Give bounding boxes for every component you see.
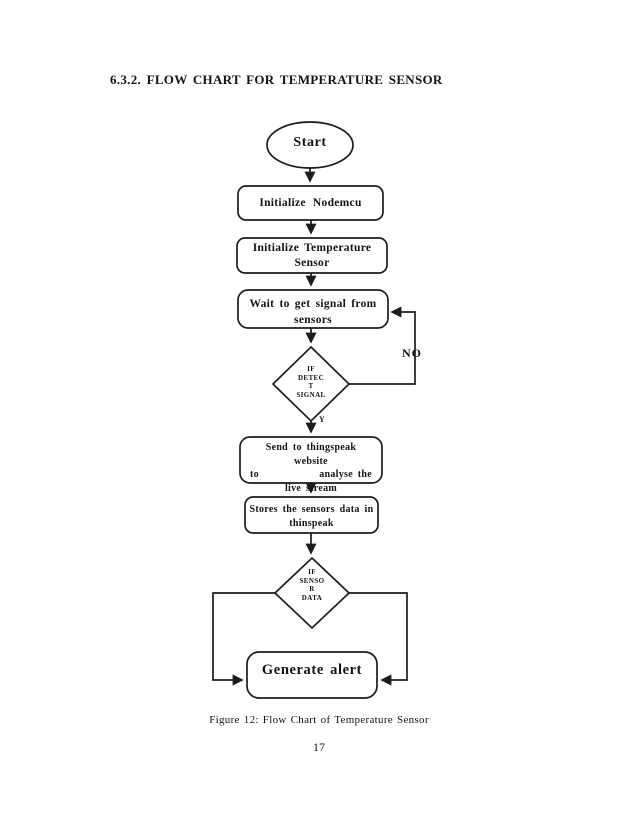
store-data-label: Stores the sensors data in thinspeak xyxy=(245,503,378,530)
figure-caption: Figure 12: Flow Chart of Temperature Sen… xyxy=(209,714,429,726)
connector-decision2-right-loop xyxy=(349,593,407,686)
yes-branch-label: Y xyxy=(319,415,325,424)
decision-detect-line2: DETEC xyxy=(297,373,325,382)
decision-diamond-sensor-data xyxy=(275,558,349,628)
connector-no-loop xyxy=(349,306,415,384)
decision-detect-line4: SIGNAL xyxy=(296,390,326,399)
section-title: 6.3.2. FLOW CHART FOR TEMPERATURE SENSOR xyxy=(110,72,443,87)
decision-sensor-line3: R xyxy=(309,585,315,594)
decision-sensor-line1: IF xyxy=(308,568,316,576)
send-thingspeak-line2-right: analyse the xyxy=(319,469,372,480)
send-thingspeak-line1: Send to thingspeak website xyxy=(265,442,357,467)
wait-signal-line2: sensors xyxy=(294,314,332,326)
send-thingspeak-label: Send to thingspeak website to analyse th… xyxy=(250,441,372,495)
process-box-init-temp-sensor xyxy=(237,238,387,273)
decision-sensor-line2: SENSO xyxy=(299,576,325,585)
send-thingspeak-line2: to analyse the xyxy=(250,468,372,482)
page-number: 17 xyxy=(313,740,325,754)
send-thingspeak-line3: live stream xyxy=(284,482,338,494)
init-temp-sensor-label: Initialize Temperature Sensor xyxy=(237,241,387,271)
start-label: Start xyxy=(293,135,327,150)
process-box-generate-alert xyxy=(247,652,377,698)
generate-alert-label: Generate alert xyxy=(261,662,363,678)
init-temp-sensor-line1: Initialize Temperature xyxy=(252,242,372,254)
no-branch-label: NO xyxy=(402,346,422,360)
decision-sensor-line4: DATA xyxy=(301,594,323,601)
process-box-wait-signal xyxy=(238,290,388,328)
init-nodemcu-label: Initialize Nodemcu xyxy=(259,197,362,209)
decision-detect-line1: IF xyxy=(307,365,315,373)
wait-signal-label: Wait to get signal from sensors xyxy=(238,296,388,328)
store-data-line1: Stores the sensors data in xyxy=(249,504,374,515)
send-thingspeak-line2-left: to xyxy=(250,469,259,480)
store-data-line2: thinspeak xyxy=(289,517,334,529)
init-temp-sensor-line2: Sensor xyxy=(294,257,330,269)
wait-signal-line1: Wait to get signal from xyxy=(249,298,377,310)
decision-detect-label: IF DETEC T SIGNAL xyxy=(281,365,341,399)
connector-decision2-left-loop xyxy=(213,593,275,686)
decision-detect-line3: T xyxy=(308,382,314,390)
decision-sensor-label: IF SENSO R DATA xyxy=(282,568,342,601)
